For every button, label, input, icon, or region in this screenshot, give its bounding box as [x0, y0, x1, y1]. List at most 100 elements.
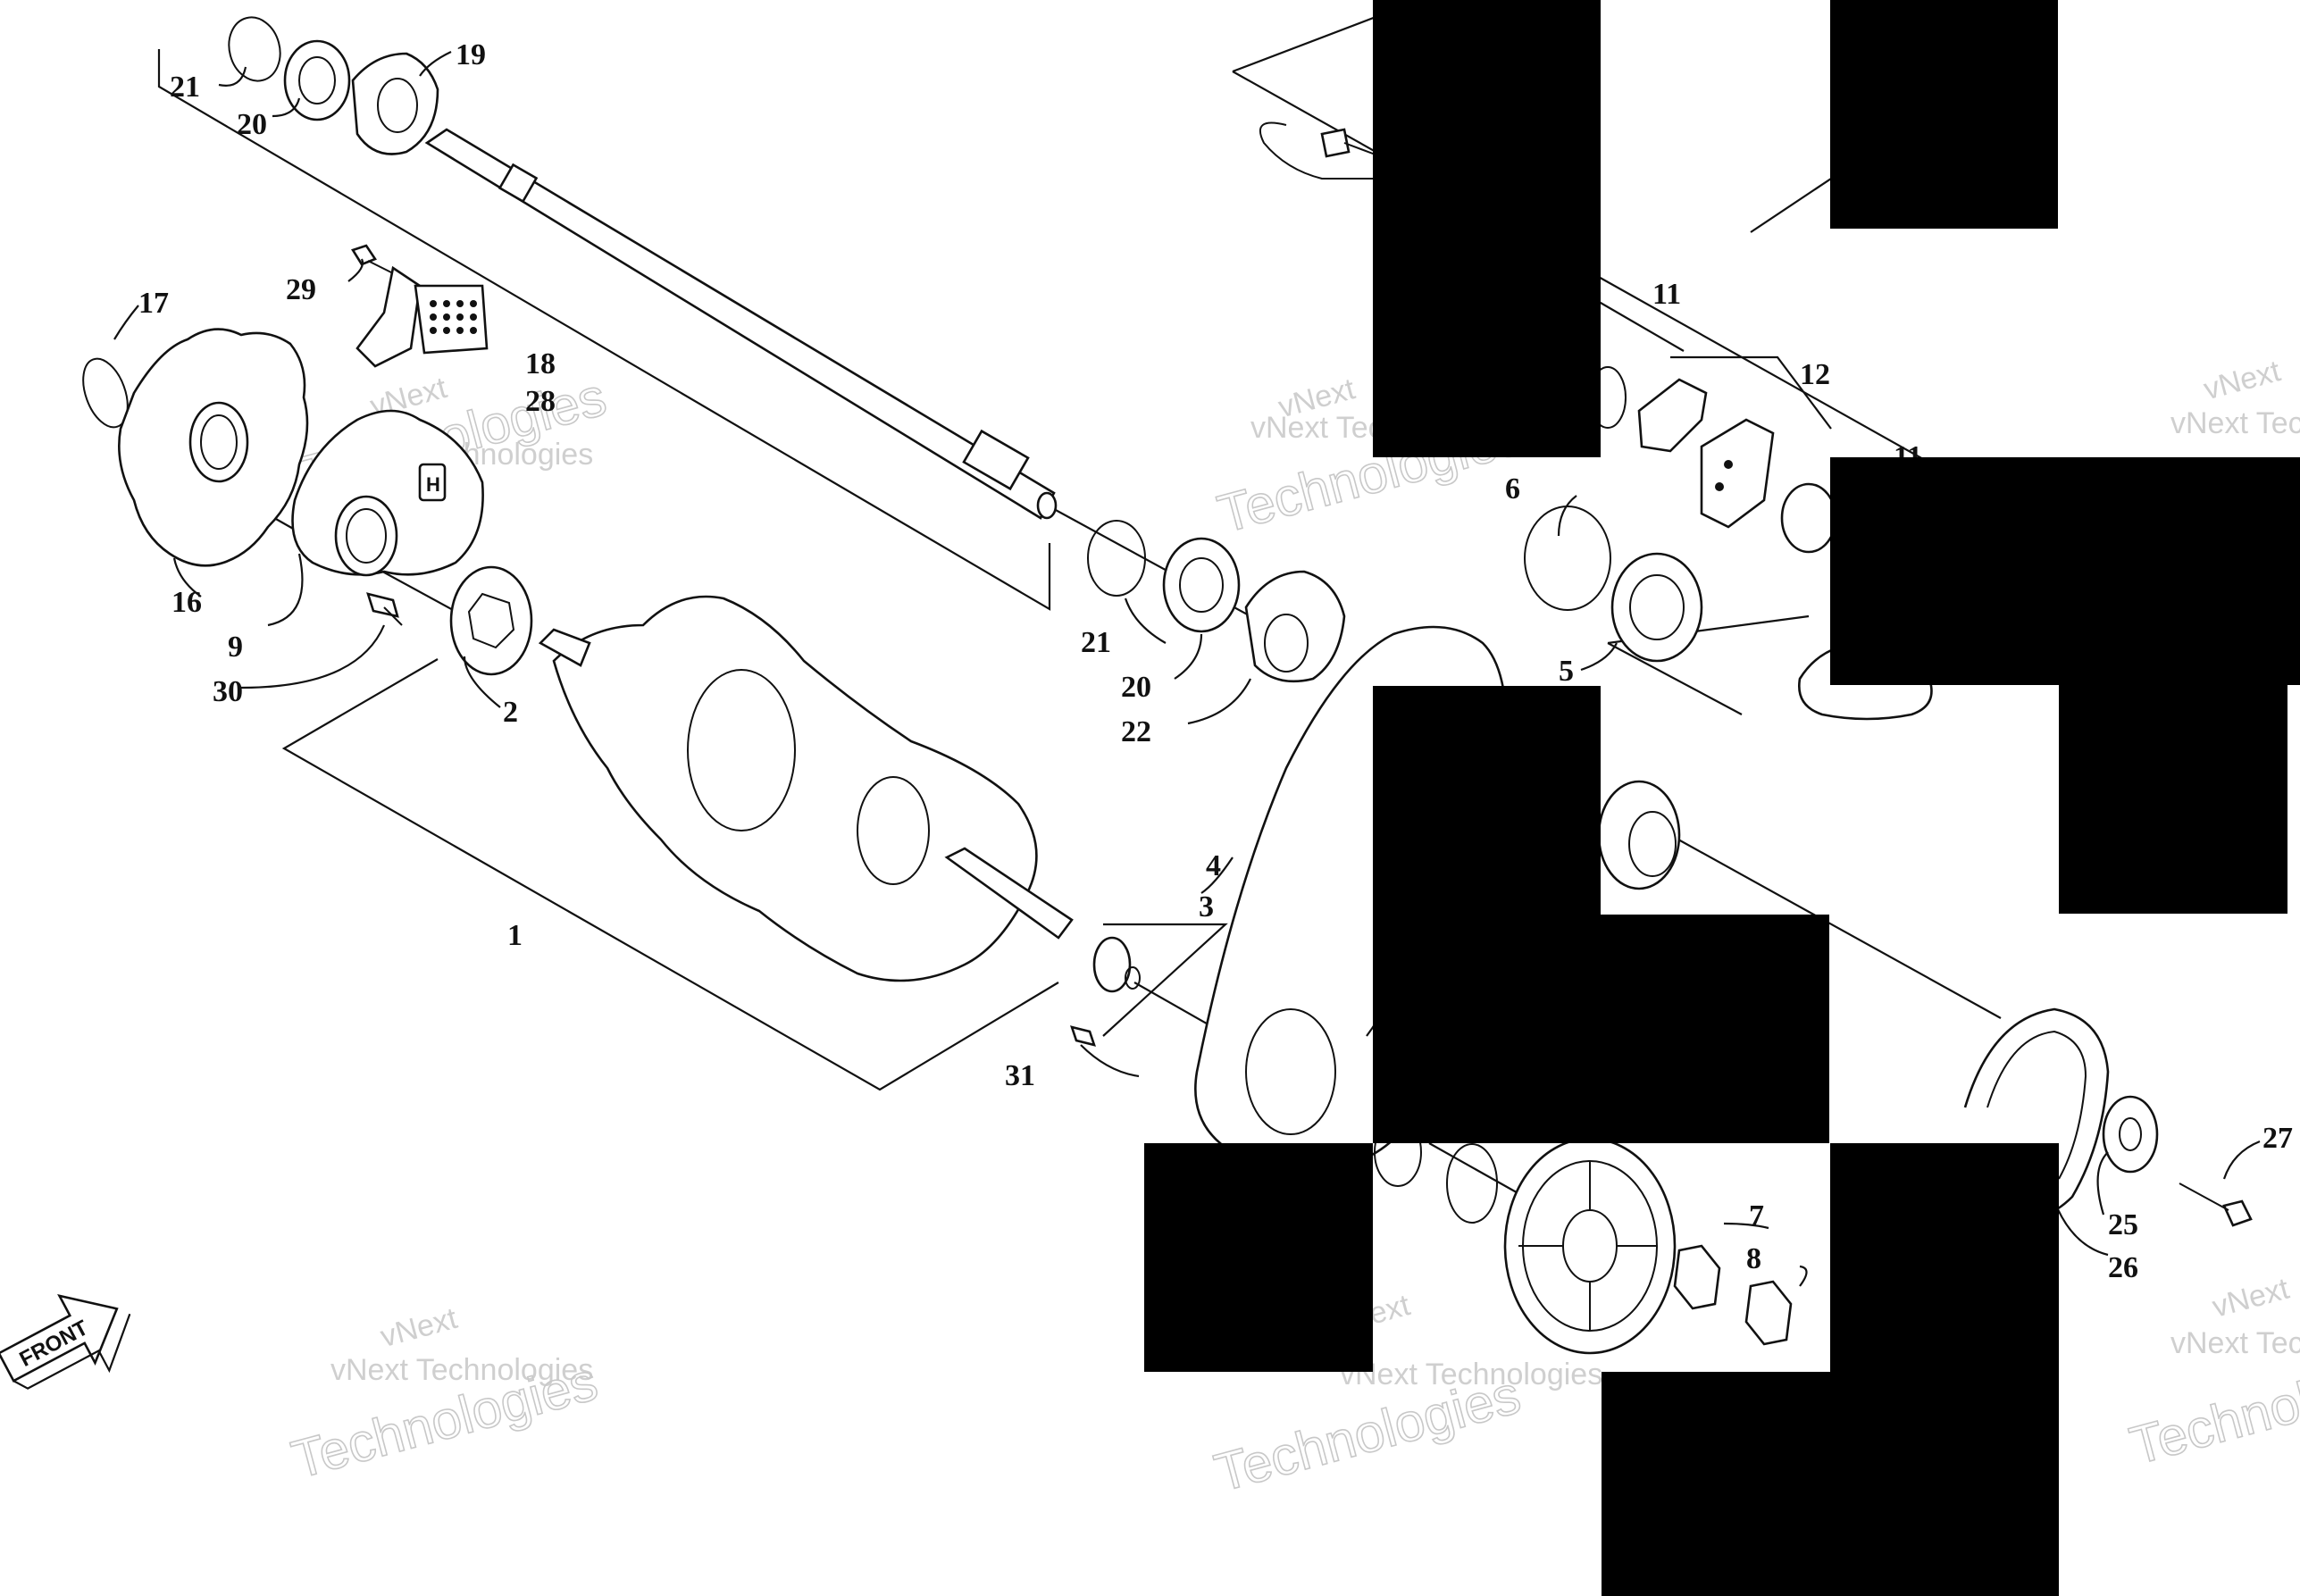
callout-27: 27 — [2262, 1122, 2293, 1155]
redaction-blocks — [1144, 0, 2300, 1596]
redaction-block — [2059, 685, 2287, 914]
watermark-text: vNext Technologies — [2170, 1326, 2300, 1360]
watermark-left-bottom: vNext — [377, 1301, 461, 1354]
bearing-20-top — [283, 39, 351, 121]
redaction-block — [1373, 915, 1829, 1143]
seal-2-hex — [467, 592, 515, 649]
seal-2 — [449, 565, 533, 676]
brake-pad-12a — [1637, 378, 1708, 453]
callout-7: 7 — [1749, 1199, 1764, 1233]
group-bracket-3 — [1102, 923, 1228, 1037]
watermark-right-top: vNext — [2200, 354, 2284, 406]
gearbox-assembly-1 — [552, 595, 1038, 982]
callout-8: 8 — [1746, 1242, 1761, 1275]
front-direction-arrow: FRONT — [0, 1293, 131, 1390]
callout-12: 12 — [1800, 358, 1830, 391]
group-bracket-1 — [281, 658, 1059, 1091]
bolt-29-shank — [367, 260, 394, 274]
callout-22: 22 — [1121, 715, 1151, 748]
callout-28: 28 — [525, 385, 556, 418]
bolt-27-shank — [2179, 1182, 2229, 1211]
callout-21: 21 — [170, 71, 200, 104]
flange-22-bore — [1264, 614, 1309, 673]
flange-19 — [351, 52, 439, 155]
coupling-3-pin — [1125, 966, 1141, 990]
callout-16: 16 — [171, 586, 202, 619]
callout-20-mid: 20 — [1121, 671, 1151, 704]
axis-line — [1607, 642, 1743, 715]
bearing-20-mid — [1162, 537, 1241, 633]
brake-pad-hole — [1715, 482, 1724, 491]
sprocket-upper — [1597, 780, 1681, 890]
drive-chain-26-inner — [1986, 1030, 2087, 1180]
redaction-block — [1830, 457, 2300, 685]
group-bracket-18 — [157, 49, 1051, 611]
sprocket-bore — [200, 414, 238, 470]
snap-ring-21-top — [228, 16, 281, 82]
callout-9: 9 — [228, 631, 243, 664]
screw-31 — [1070, 1025, 1096, 1047]
callout-30: 30 — [213, 675, 243, 708]
bearing-20-top-inner — [298, 56, 336, 104]
nut-8b — [1744, 1280, 1793, 1346]
bracket-holes — [430, 300, 477, 334]
shaft-18-end — [1036, 491, 1058, 520]
brake-pad-12b — [1700, 418, 1775, 529]
bolt-27-head — [2222, 1199, 2253, 1227]
bolt-29 — [351, 244, 377, 266]
callout-31: 31 — [1005, 1059, 1035, 1092]
bearing-11 — [1780, 482, 1837, 554]
housing-bore-inner — [346, 508, 387, 564]
redaction-block — [1830, 1143, 2059, 1372]
bearing-5 — [1610, 552, 1703, 663]
redaction-block — [1373, 686, 1601, 915]
bracket-28 — [355, 265, 422, 368]
sprocket-hub — [188, 401, 249, 483]
callout-4: 4 — [1206, 849, 1221, 882]
gearbox-input-shaft — [538, 628, 591, 667]
callout-29: 29 — [286, 273, 316, 306]
bolt-30-shank — [383, 606, 403, 626]
chaincase-bore — [1245, 1008, 1336, 1135]
callout-25: 25 — [2108, 1208, 2138, 1241]
callout-26: 26 — [2108, 1251, 2138, 1284]
housing-mark: H — [426, 473, 440, 496]
redaction-block — [1602, 1372, 2059, 1596]
callout-1: 1 — [507, 919, 523, 952]
leader-lines — [113, 51, 2261, 1287]
watermark-brand: vNext — [2209, 1272, 2293, 1324]
redaction-block — [1144, 1143, 1373, 1372]
sprocket-upper-bore — [1628, 811, 1677, 877]
axis-line — [1669, 834, 2002, 1019]
bolt-30 — [366, 592, 399, 618]
watermark-text: vNext Technologies — [1340, 1358, 1602, 1391]
gearbox-rotor-hub — [857, 776, 930, 885]
watermark-text: vNext Technologies — [330, 1353, 593, 1387]
gearbox-output-shaft — [944, 847, 1074, 940]
callout-21-mid: 21 — [1081, 626, 1111, 659]
ring-lower-b — [1446, 1143, 1498, 1224]
gearbox-rotor — [687, 669, 796, 831]
callout-18: 18 — [525, 347, 556, 380]
coupling-3 — [1092, 936, 1132, 993]
callout-17: 17 — [138, 287, 169, 320]
callout-6: 6 — [1505, 472, 1520, 506]
redaction-block — [1373, 0, 1601, 457]
watermark-brand: vNext — [377, 1301, 461, 1354]
shaft-18 — [424, 128, 1056, 520]
shaft-18-spline-end — [962, 429, 1030, 491]
redaction-block — [1830, 0, 2058, 229]
watermark-brand: vNext — [2200, 354, 2284, 406]
nut-8a — [1673, 1244, 1721, 1310]
watermark-text: vNext Technologies — [2170, 406, 2300, 440]
washer-25 — [2102, 1095, 2159, 1174]
brake-pad-hole — [1724, 460, 1733, 469]
housing-bore — [334, 495, 398, 577]
snap-ring-17 — [82, 357, 129, 429]
washer-25-hole — [2119, 1117, 2142, 1151]
shaft-18-spline — [498, 163, 539, 204]
callout-11: 11 — [1652, 278, 1681, 311]
watermark-right-bottom: vNext — [2209, 1272, 2293, 1324]
callout-3: 3 — [1199, 890, 1214, 923]
